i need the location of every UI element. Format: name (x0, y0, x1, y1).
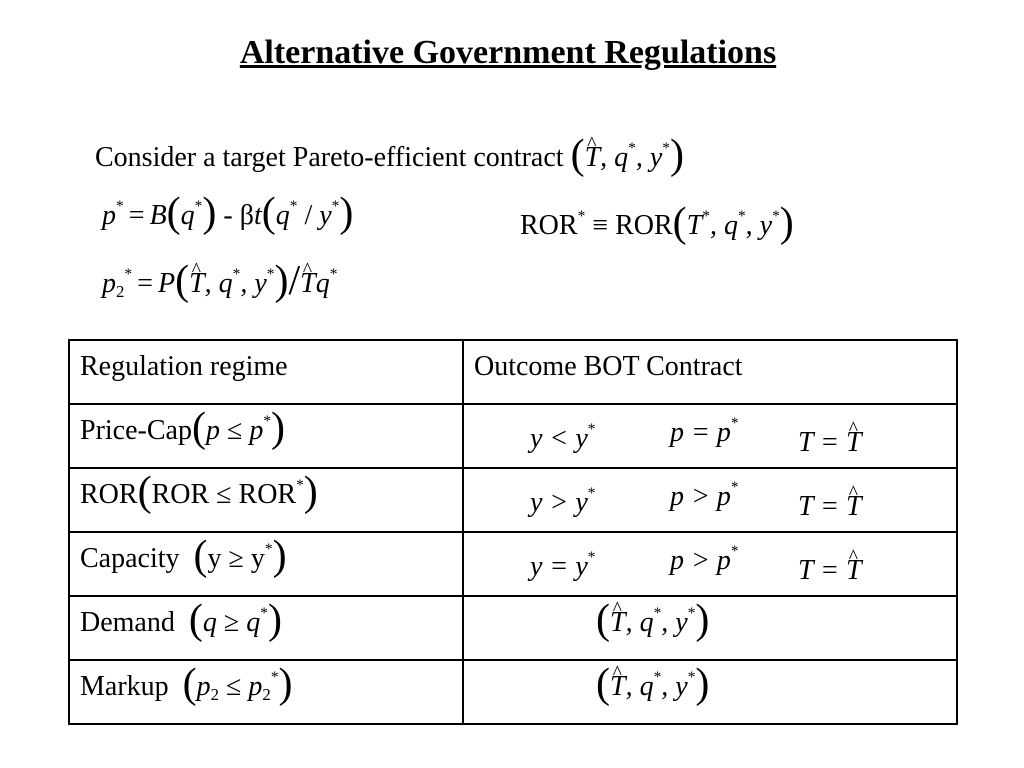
slide-title: Alternative Government Regulations (239, 34, 777, 71)
p2-star-equation: p2*=P(T, q*, y*)/Tq* (102, 260, 337, 302)
table-row: Capacity (y ≥ y*) y = y* p > p* T = T (68, 531, 958, 597)
regime-label: Markup (p2 ≤ p2*) (80, 660, 293, 707)
p-star-equation: p*=B(q*) - βt(q* / y*) (102, 189, 354, 236)
outcome-contract: (T, q*, y*) (596, 663, 709, 705)
regime-label: Price-Cap(p ≤ p*) (80, 404, 286, 451)
intro-label: Consider a target Pareto-efficient contr… (95, 142, 564, 173)
regime-cell: Price-Cap(p ≤ p*) (68, 403, 464, 469)
ror-star-equation: ROR* ≡ ROR(T*, q*, y*) (520, 199, 794, 246)
table-row: ROR(ROR ≤ ROR*) y > y* p > p* T = T (68, 467, 958, 533)
regime-cell: Markup (p2 ≤ p2*) (68, 659, 464, 725)
constraint-formula: (p ≤ p*) (191, 404, 286, 451)
outcome-cell: (T, q*, y*) (462, 659, 958, 725)
header-outcome: Outcome BOT Contract (462, 339, 958, 405)
constraint-formula: (q ≥ q*) (188, 596, 282, 643)
outcome-y: y = y* (530, 548, 596, 582)
outcome-contract: (T, q*, y*) (596, 599, 709, 641)
outcome-cell: y > y* p > p* T = T (462, 467, 958, 533)
constraint-formula: (y ≥ y*) (193, 532, 287, 579)
outcome-cell: y = y* p > p* T = T (462, 531, 958, 597)
outcome-cell: (T, q*, y*) (462, 595, 958, 661)
table-row: Price-Cap(p ≤ p*) y < y* p = p* T = T (68, 403, 958, 469)
regime-cell: Capacity (y ≥ y*) (68, 531, 464, 597)
constraint-formula: (ROR ≤ ROR*) (137, 468, 318, 515)
table-header-row: Regulation regime Outcome BOT Contract (68, 339, 958, 405)
regime-label: Capacity (y ≥ y*) (80, 532, 287, 579)
regime-label: ROR(ROR ≤ ROR*) (80, 468, 318, 515)
outcome-cell: y < y* p = p* T = T (462, 403, 958, 469)
outcome-p: p > p* (670, 478, 739, 512)
outcome-T: T = T (798, 483, 862, 523)
table-row: Demand (q ≥ q*) (T, q*, y*) (68, 595, 958, 661)
outcome-T: T = T (798, 547, 862, 587)
outcome-p: p > p* (670, 542, 739, 576)
regime-label: Demand (q ≥ q*) (80, 596, 282, 643)
header-regime: Regulation regime (68, 339, 464, 405)
target-contract-formula: (T, q*, y*) (571, 134, 684, 176)
regime-cell: ROR(ROR ≤ ROR*) (68, 467, 464, 533)
outcome-y: y > y* (530, 484, 596, 518)
outcome-y: y < y* (530, 420, 596, 454)
regime-cell: Demand (q ≥ q*) (68, 595, 464, 661)
outcome-T: T = T (798, 419, 862, 459)
intro-text: Consider a target Pareto-efficient contr… (95, 134, 684, 176)
constraint-formula: (p2 ≤ p2*) (182, 660, 293, 707)
regulation-table: Regulation regime Outcome BOT Contract P… (68, 339, 958, 725)
outcome-p: p = p* (670, 414, 739, 448)
table-row: Markup (p2 ≤ p2*) (T, q*, y*) (68, 659, 958, 725)
